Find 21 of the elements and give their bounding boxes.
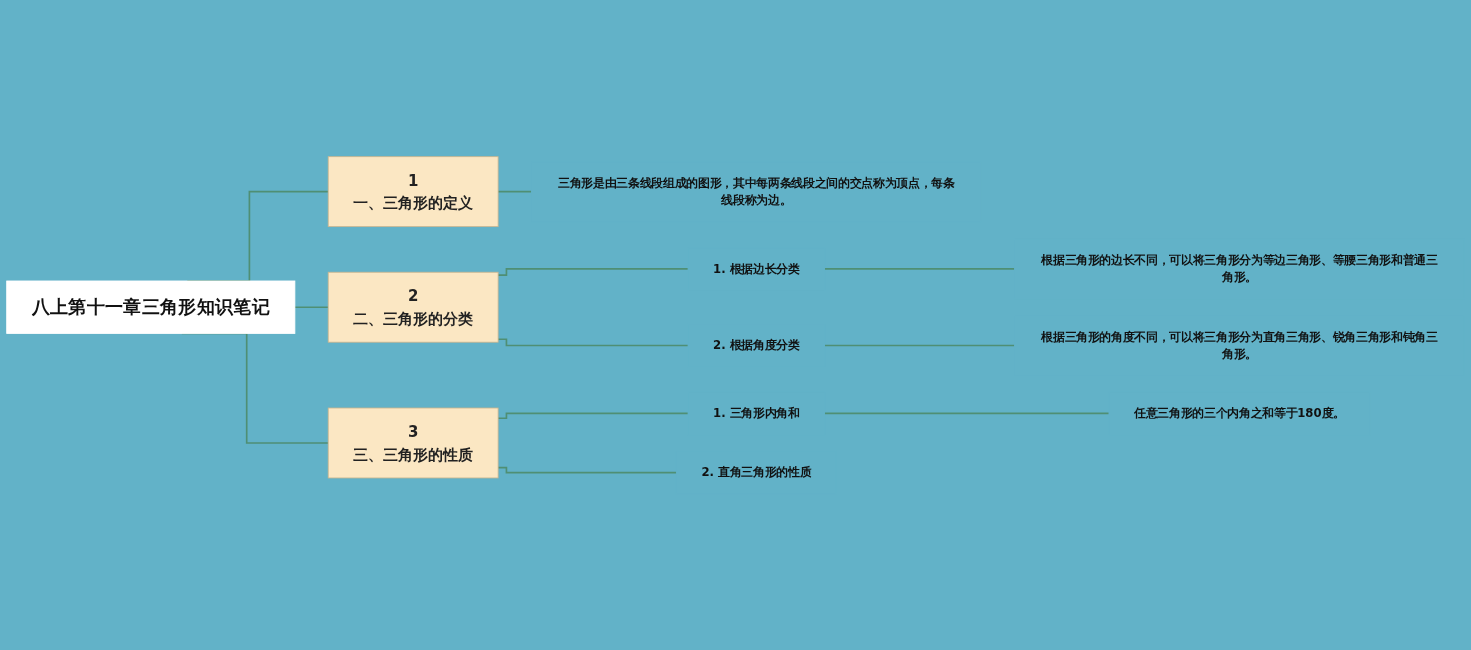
- connector: [294, 306, 330, 308]
- node-text: 1. 三角形内角和: [713, 406, 800, 420]
- connector: [497, 412, 689, 419]
- connector: [823, 267, 1016, 270]
- connector: [823, 412, 1110, 414]
- node-box: [6, 280, 296, 334]
- connector: [823, 344, 1016, 347]
- node-box: [327, 271, 499, 343]
- node-box: [327, 407, 499, 479]
- connector: [497, 267, 689, 276]
- node-text: 三角形是由三条线段组成的图形，其中每两条线段之间的交点称为顶点，每条线段称为边。: [558, 175, 955, 207]
- node-text: 根据三角形的边长不同，可以将三角形分为等边三角形、等腰三角形和普通三角形。: [1041, 252, 1438, 284]
- connector: [497, 338, 689, 347]
- node-text: 2. 直角三角形的性质: [701, 465, 812, 479]
- node-text: 根据三角形的角度不同，可以将三角形分为直角三角形、锐角三角形和钝角三角形。: [1041, 329, 1438, 361]
- node-text: 任意三角形的三个内角之和等于180度。: [1133, 406, 1345, 420]
- connector: [497, 190, 533, 193]
- node-text: 1. 根据边长分类: [713, 261, 800, 275]
- node-text: 2. 根据角度分类: [713, 338, 800, 352]
- node-box: [327, 156, 499, 227]
- connector: [497, 466, 678, 474]
